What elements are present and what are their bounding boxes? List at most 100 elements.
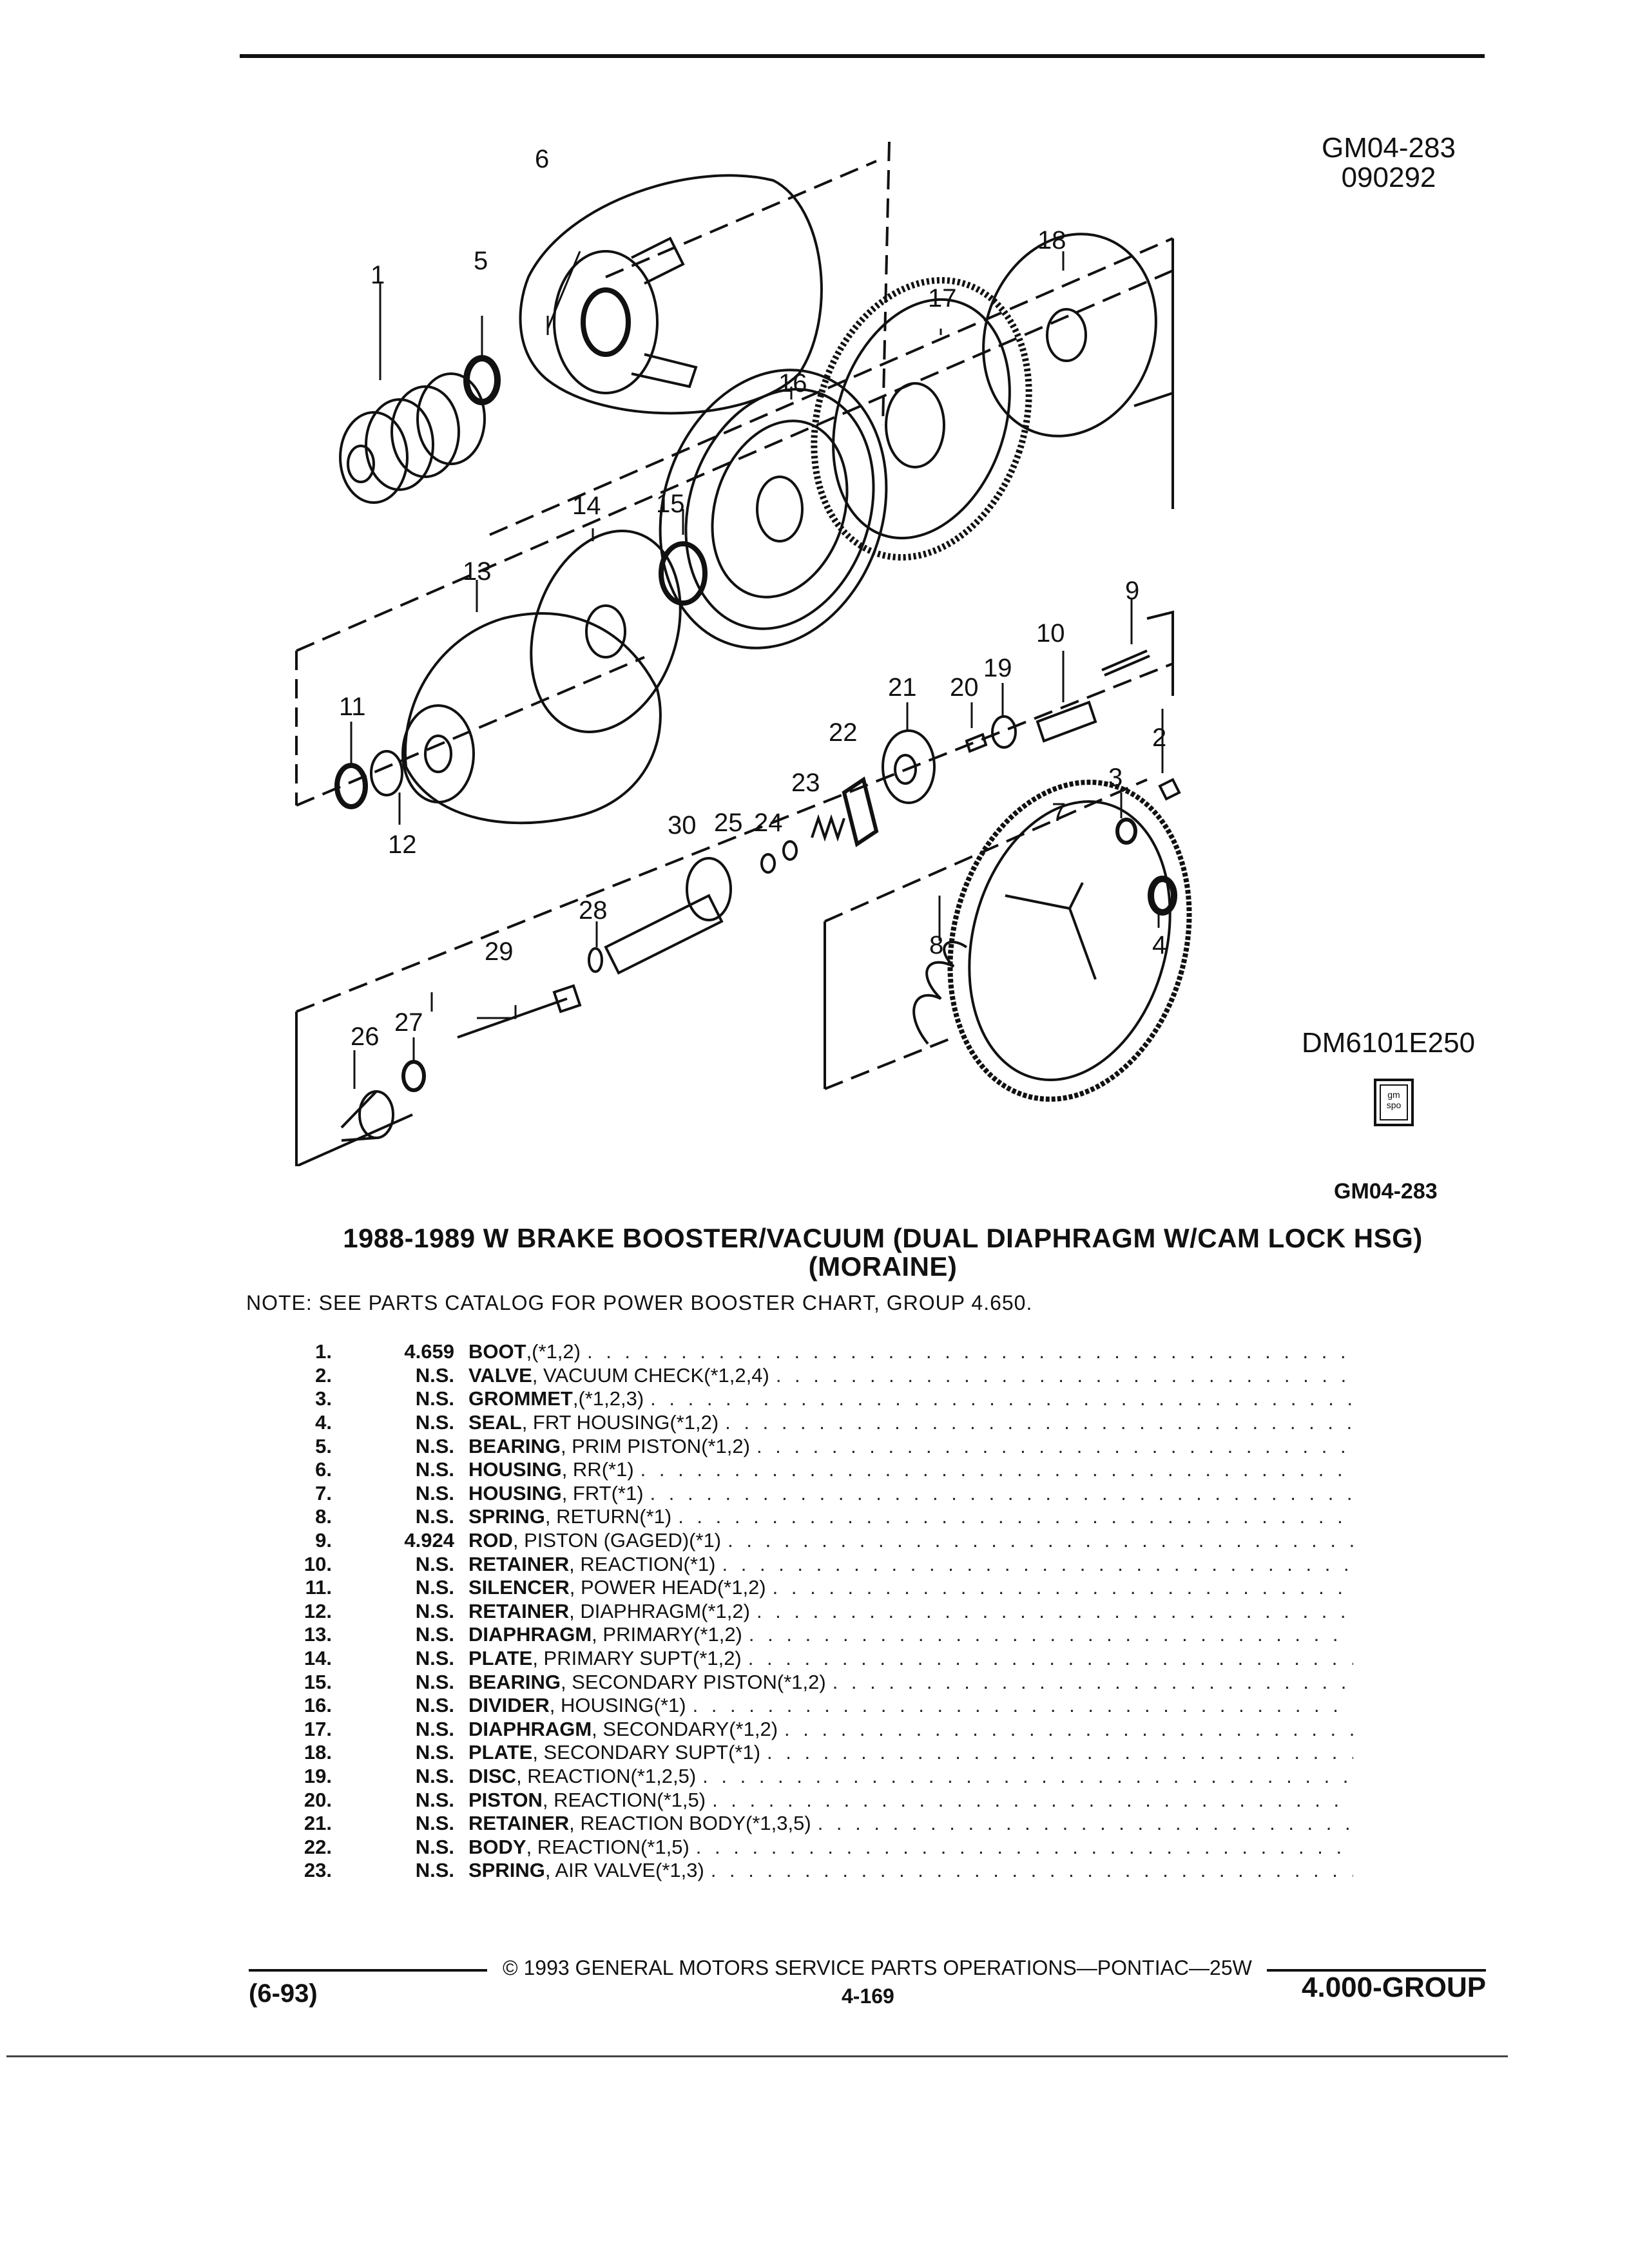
part-number: 15. bbox=[304, 1670, 332, 1693]
part-number: 11. bbox=[305, 1576, 332, 1599]
part-detail: , RR(*1) bbox=[561, 1458, 634, 1481]
part-number: 5. bbox=[315, 1434, 332, 1457]
part-row: 14.N.S.PLATE, PRIMARY SUPT(*1,2). . . . … bbox=[245, 1647, 1353, 1671]
part-detail: , AIR VALVE(*1,3) bbox=[545, 1859, 704, 1882]
part-detail: , POWER HEAD(*1,2) bbox=[569, 1576, 766, 1599]
part-code: N.S. bbox=[415, 1670, 454, 1693]
callout-2: 2 bbox=[1152, 724, 1166, 752]
part-description: PLATE, SECONDARY SUPT(*1) bbox=[468, 1741, 760, 1764]
leader-dots: . . . . . . . . . . . . . . . . . . . . … bbox=[756, 1599, 1353, 1622]
part-row: 6. N.S. HOUSING, RR(*1) . . . . . . . . . .… bbox=[245, 1458, 1353, 1482]
part-detail: , PRIM PISTON(*1,2) bbox=[560, 1434, 750, 1457]
rear-housing-illustration bbox=[519, 174, 823, 415]
part-row: 23.N.S.SPRING, AIR VALVE(*1,3). . . . . … bbox=[245, 1859, 1353, 1883]
callout-14: 14 bbox=[572, 492, 601, 520]
part-description: DIAPHRAGM, PRIMARY(*1,2) bbox=[468, 1623, 742, 1646]
part-code: 4.659 bbox=[404, 1340, 454, 1363]
part-number: 16. bbox=[304, 1694, 332, 1717]
callout-15: 15 bbox=[656, 490, 685, 518]
part-number: 6. bbox=[315, 1458, 332, 1481]
part-row: 9. 4.924 ROD, PISTON (GAGED)(*1) . . . . . … bbox=[245, 1529, 1353, 1553]
part-description: BEARING, PRIM PISTON(*1,2) bbox=[468, 1435, 750, 1458]
part-row: 18.N.S.PLATE, SECONDARY SUPT(*1). . . . … bbox=[245, 1741, 1353, 1765]
doc-id: GM04-283 bbox=[1322, 132, 1456, 164]
callout-22: 22 bbox=[829, 718, 858, 747]
copyright: © 1993 GENERAL MOTORS SERVICE PARTS OPER… bbox=[503, 1956, 1252, 1979]
part-code: N.S. bbox=[415, 1363, 454, 1387]
part-number: 9. bbox=[315, 1529, 332, 1552]
illustration-code: DM6101E250 bbox=[1302, 1027, 1476, 1059]
leader-dots: . . . . . . . . . . . . . . . . . . . . … bbox=[640, 1458, 1353, 1481]
part-row: 12.N.S.RETAINER, DIAPHRAGM(*1,2). . . . … bbox=[245, 1600, 1353, 1624]
part-code: N.S. bbox=[415, 1717, 454, 1740]
part-code: N.S. bbox=[415, 1623, 454, 1646]
part-number: 12. bbox=[304, 1599, 332, 1622]
part-row: 2.N.S.VALVE, VACUUM CHECK(*1,2,4). . . .… bbox=[245, 1364, 1353, 1388]
part-detail: , VACUUM CHECK(*1,2,4) bbox=[532, 1363, 769, 1387]
part-description: SPRING, AIR VALVE(*1,3) bbox=[468, 1859, 704, 1882]
part-code: N.S. bbox=[415, 1458, 454, 1481]
part-name: DIAPHRAGM bbox=[468, 1717, 592, 1740]
part-code: N.S. bbox=[415, 1741, 454, 1764]
part-description: RETAINER, REACTION BODY(*1,3,5) bbox=[468, 1812, 811, 1835]
callout-11: 11 bbox=[339, 693, 366, 721]
callout-17: 17 bbox=[928, 284, 957, 312]
part-detail: , HOUSING(*1) bbox=[549, 1694, 686, 1717]
part-number: 23. bbox=[304, 1859, 332, 1882]
part-detail: , REACTION(*1,5) bbox=[542, 1788, 706, 1811]
leader-dots: . . . . . . . . . . . . . . . . . . . . … bbox=[748, 1623, 1353, 1646]
logo-text: gm spo bbox=[1380, 1084, 1408, 1120]
part-code: N.S. bbox=[415, 1387, 454, 1410]
part-number: 8. bbox=[315, 1505, 332, 1528]
part-name: PISTON bbox=[468, 1788, 543, 1811]
exploded-parts-diagram: 1 5 6 18 17 16 15 14 13 11 12 9 10 19 20… bbox=[245, 122, 1296, 1168]
part-number: 7. bbox=[315, 1481, 332, 1504]
group-label: 4.000-GROUP bbox=[1302, 1972, 1487, 2003]
callout-7: 7 bbox=[1052, 798, 1066, 827]
part-description: HOUSING, RR(*1) bbox=[468, 1458, 634, 1481]
part-number: 18. bbox=[304, 1741, 332, 1764]
callout-30: 30 bbox=[668, 811, 697, 840]
leader-dots: . . . . . . . . . . . . . . . . . . . . … bbox=[692, 1694, 1353, 1717]
part-detail: , SECONDARY PISTON(*1,2) bbox=[560, 1670, 826, 1693]
part-name: DISC bbox=[468, 1764, 517, 1787]
leader-dots: . . . . . . . . . . . . . . . . . . . . … bbox=[772, 1576, 1353, 1599]
callout-19: 19 bbox=[983, 654, 1012, 682]
part-name: RETAINER bbox=[468, 1599, 570, 1622]
part-number: 1. bbox=[315, 1340, 332, 1363]
leader-dots: . . . . . . . . . . . . . . . . . . . . … bbox=[586, 1340, 1353, 1363]
part-row: 3.N.S.GROMMET,(*1,2,3). . . . . . . . . … bbox=[245, 1387, 1353, 1411]
page-ref: GM04-283 bbox=[1334, 1179, 1438, 1204]
part-description: HOUSING, FRT(*1) bbox=[468, 1482, 644, 1505]
part-description: DIVIDER, HOUSING(*1) bbox=[468, 1694, 686, 1717]
part-name: BODY bbox=[468, 1835, 526, 1858]
part-number: 20. bbox=[304, 1788, 332, 1811]
part-description: GROMMET,(*1,2,3) bbox=[468, 1387, 644, 1410]
callout-13: 13 bbox=[463, 557, 492, 586]
revision: (6-93) bbox=[249, 1979, 318, 2008]
part-detail: , RETURN(*1) bbox=[545, 1505, 672, 1528]
leader-dots: . . . . . . . . . . . . . . . . . . . . … bbox=[725, 1411, 1353, 1434]
callout-12: 12 bbox=[388, 831, 417, 859]
part-row: 19.N.S.DISC, REACTION(*1,2,5). . . . . .… bbox=[245, 1765, 1353, 1789]
callout-16: 16 bbox=[778, 369, 807, 398]
part-description: PISTON, REACTION(*1,5) bbox=[468, 1789, 706, 1812]
callout-18: 18 bbox=[1037, 226, 1066, 255]
part-name: BEARING bbox=[468, 1434, 561, 1457]
part-description: ROD, PISTON (GAGED)(*1) bbox=[468, 1529, 721, 1552]
part-row: 17.N.S.DIAPHRAGM, SECONDARY(*1,2). . . .… bbox=[245, 1718, 1353, 1742]
leader-dots: . . . . . . . . . . . . . . . . . . . . … bbox=[728, 1529, 1353, 1552]
note: NOTE: SEE PARTS CATALOG FOR POWER BOOSTE… bbox=[246, 1291, 1033, 1314]
title-line-1: 1988-1989 W BRAKE BOOSTER/VACUUM (DUAL D… bbox=[343, 1223, 1423, 1253]
part-row: 11.N.S.SILENCER, POWER HEAD(*1,2). . . .… bbox=[245, 1576, 1353, 1600]
part-name: HOUSING bbox=[468, 1481, 562, 1504]
part-code: 4.924 bbox=[404, 1529, 454, 1552]
part-description: RETAINER, DIAPHRAGM(*1,2) bbox=[468, 1600, 750, 1623]
part-detail: , REACTION BODY(*1,3,5) bbox=[569, 1812, 811, 1835]
part-row: 8.N.S.SPRING, RETURN(*1). . . . . . . . … bbox=[245, 1505, 1353, 1529]
part-name: VALVE bbox=[468, 1363, 532, 1387]
part-row: 7.N.S.HOUSING, FRT(*1). . . . . . . . . … bbox=[245, 1482, 1353, 1506]
part-name: HOUSING bbox=[468, 1458, 562, 1481]
leader-dots: . . . . . . . . . . . . . . . . . . . . … bbox=[695, 1835, 1353, 1858]
